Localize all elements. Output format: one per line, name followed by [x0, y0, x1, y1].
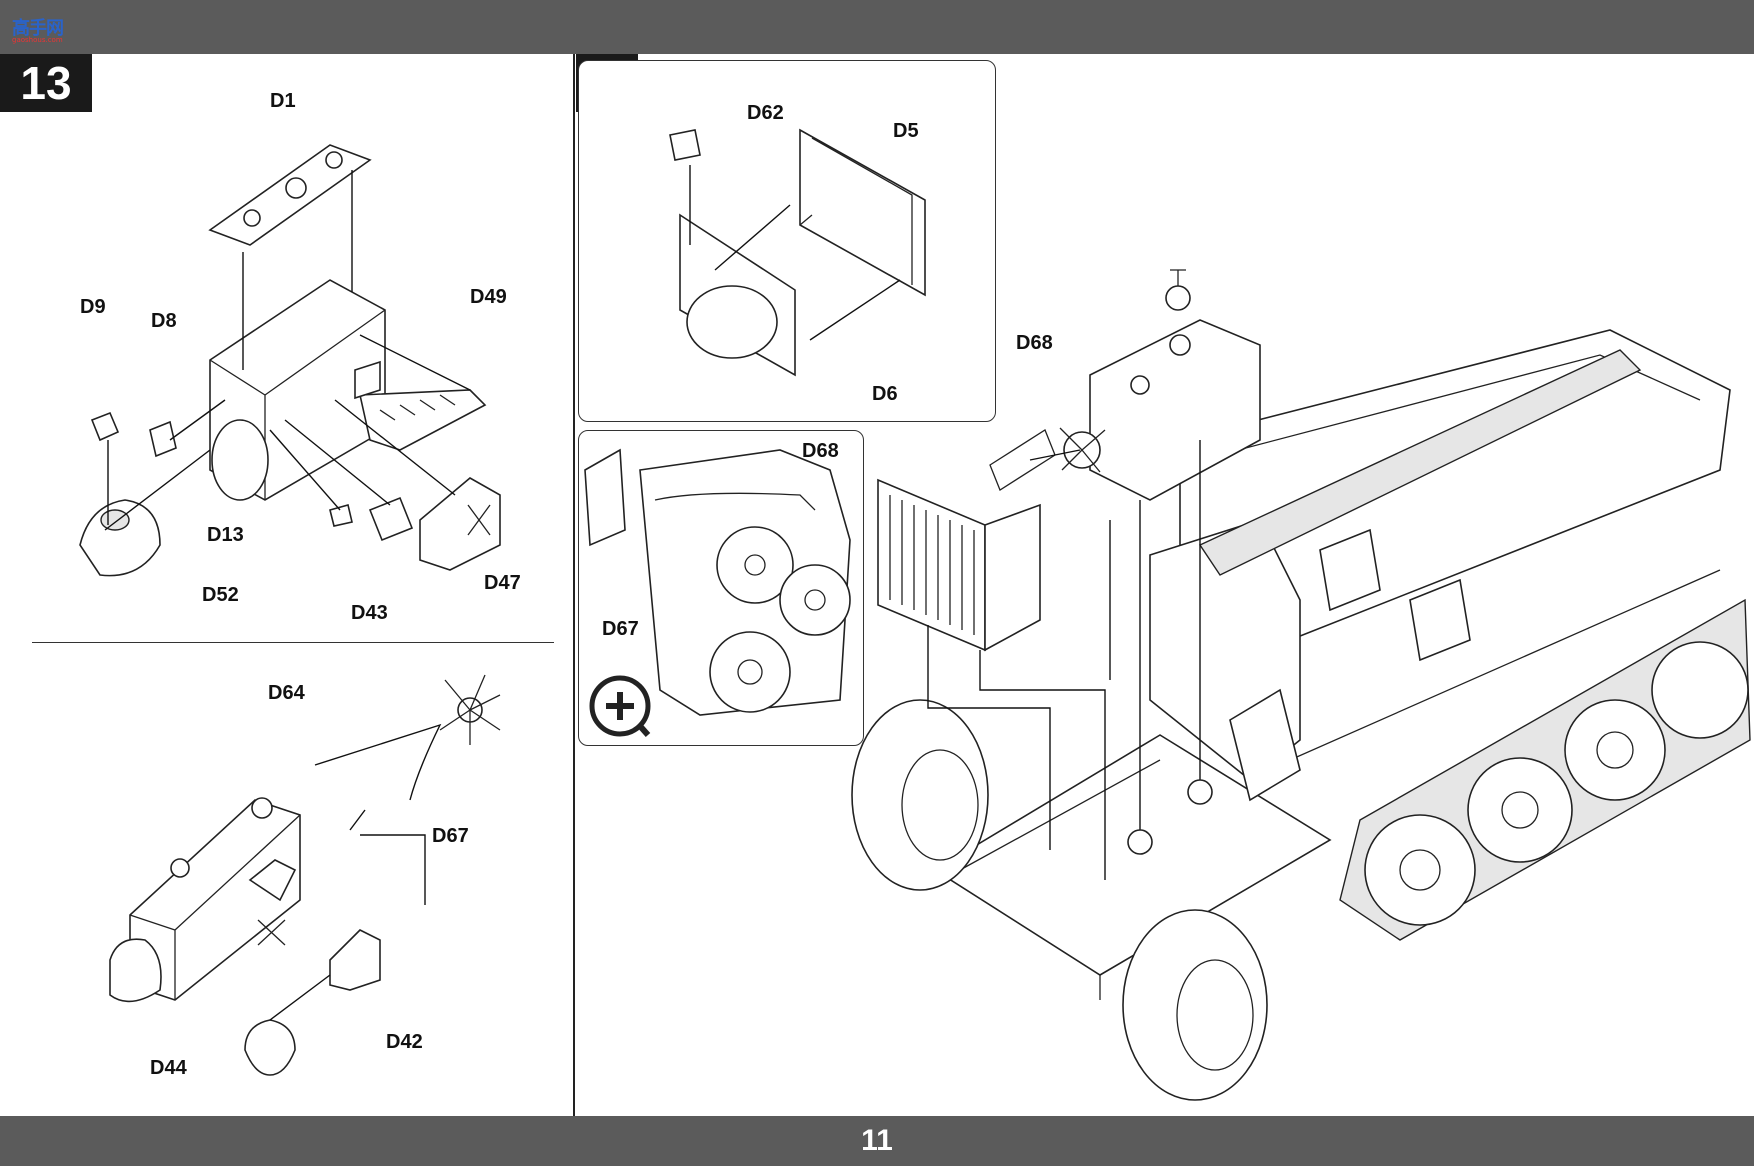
- assembly-drawing: [79, 128, 1751, 1101]
- logo-text: 高手网: [12, 18, 64, 39]
- bottom-bar: [0, 1116, 1754, 1166]
- label-d9: D9: [80, 296, 106, 318]
- halftrack-chassis-drawing: [851, 269, 1751, 1101]
- label-d43: D43: [351, 602, 388, 624]
- page-number: 11: [861, 1124, 893, 1157]
- radiator-frame-drawing: [669, 128, 926, 377]
- site-logo: 高手网 gaoshous.com: [6, 6, 70, 44]
- label-d68-main: D68: [1016, 332, 1053, 354]
- label-d52: D52: [202, 584, 239, 606]
- step-13-badge: 13: [0, 54, 92, 112]
- engine-block-drawing: [79, 144, 501, 577]
- label-d64: D64: [268, 682, 305, 704]
- engine-front-drawing: [584, 448, 851, 737]
- label-d42: D42: [386, 1031, 423, 1053]
- label-d49: D49: [470, 286, 507, 308]
- logo-subtext: gaoshous.com: [12, 36, 63, 44]
- vertical-divider: [573, 54, 575, 1116]
- label-d47: D47: [484, 572, 521, 594]
- label-d67: D67: [432, 825, 469, 847]
- label-d68-detail: D68: [802, 440, 839, 462]
- label-d67-detail: D67: [602, 618, 639, 640]
- label-d8: D8: [151, 310, 177, 332]
- label-d44: D44: [150, 1057, 187, 1079]
- label-d13: D13: [207, 524, 244, 546]
- horizontal-divider: [32, 642, 554, 643]
- top-bar: 高手网 gaoshous.com: [0, 0, 1754, 54]
- fan-hose-drawing: [109, 674, 501, 1076]
- label-d6: D6: [872, 383, 898, 405]
- label-d62: D62: [747, 102, 784, 124]
- label-d5: D5: [893, 120, 919, 142]
- label-d1: D1: [270, 90, 296, 112]
